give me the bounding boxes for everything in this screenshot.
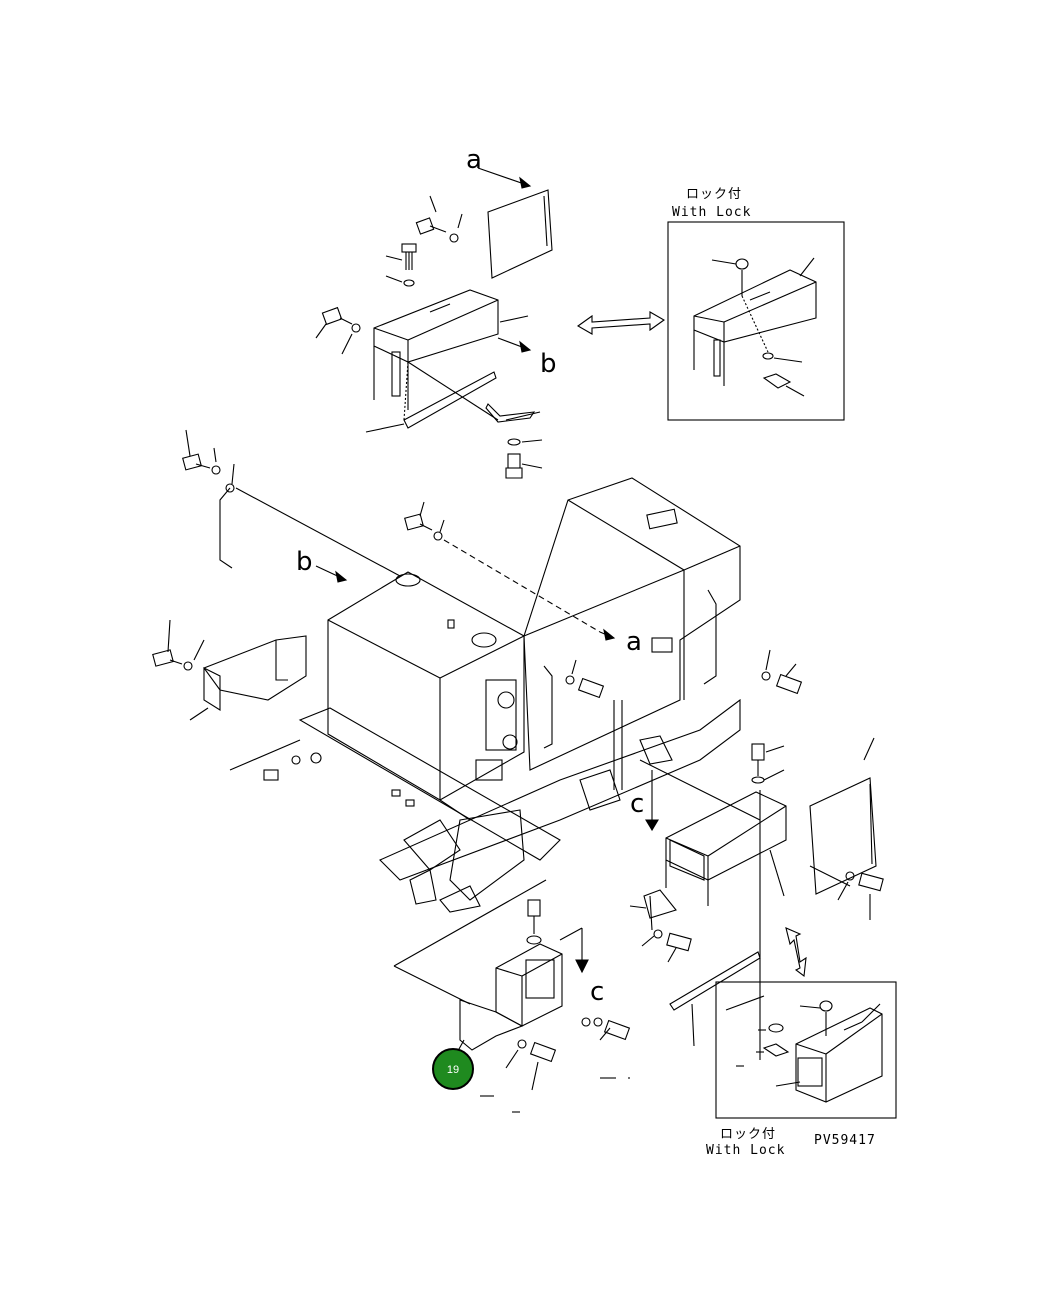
bottom-case xyxy=(453,899,631,1113)
callout-c-bottom: c xyxy=(590,977,604,1007)
lock-bottom-label-en: With Lock xyxy=(706,1143,785,1158)
hanger-rod xyxy=(182,429,445,569)
double-arrow-top xyxy=(576,311,666,335)
leader-lines xyxy=(189,487,851,1060)
top-cover-assembly xyxy=(315,167,553,479)
part-badge-19[interactable]: 19 xyxy=(432,1048,474,1090)
lock-box-bottom xyxy=(715,981,897,1119)
badge-number[interactable]: 19 xyxy=(447,1064,459,1076)
callout-b-top: b xyxy=(540,349,557,379)
callout-a-mid: a xyxy=(626,627,642,657)
lock-bottom-label-jp: ロック付 xyxy=(720,1127,776,1142)
right-case-c xyxy=(629,737,884,1047)
callout-a-top: a xyxy=(466,145,482,175)
drawing-code: PV59417 xyxy=(814,1133,876,1148)
double-arrow-bottom xyxy=(785,927,807,978)
lock-top-label-en: With Lock xyxy=(672,205,751,220)
callout-c-right: c xyxy=(630,789,644,819)
badge-circle[interactable] xyxy=(432,1048,474,1090)
lock-top-label-jp: ロック付 xyxy=(686,187,742,202)
callout-b-mid: b xyxy=(296,547,313,577)
main-machine-body xyxy=(263,477,741,913)
left-guard-bracket xyxy=(152,619,307,711)
lock-box-top xyxy=(667,221,845,421)
